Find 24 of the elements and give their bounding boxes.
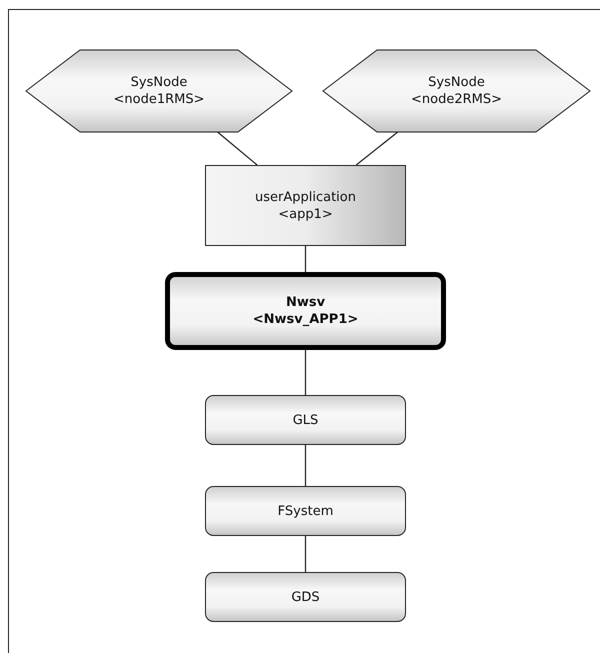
node-hexagon [26, 50, 292, 132]
resource-box [205, 486, 406, 536]
connector-line [304, 350, 306, 395]
connector-line [356, 132, 398, 166]
connector-line [304, 536, 306, 572]
node-name: FSystem [278, 502, 334, 520]
node-name: SysNode [428, 74, 485, 91]
connector-line [304, 246, 306, 272]
node-id: <node1RMS> [114, 91, 204, 108]
connector-line [304, 445, 306, 486]
application-box [205, 165, 406, 246]
node-name: GLS [292, 412, 318, 428]
node-id: <Nwsv_APP1> [252, 311, 358, 328]
node-name: SysNode [130, 74, 188, 91]
resource-box [165, 272, 446, 350]
node-hexagon [323, 50, 590, 132]
resource-box [205, 395, 406, 445]
node-id: <app1> [278, 206, 333, 222]
node-id: <node2RMS> [411, 91, 502, 108]
node-name: Nwsv [286, 294, 326, 311]
node-name: userApplication [255, 188, 356, 206]
resource-box [205, 572, 406, 622]
node-name: GDS [291, 588, 320, 606]
connector-line [217, 132, 258, 166]
